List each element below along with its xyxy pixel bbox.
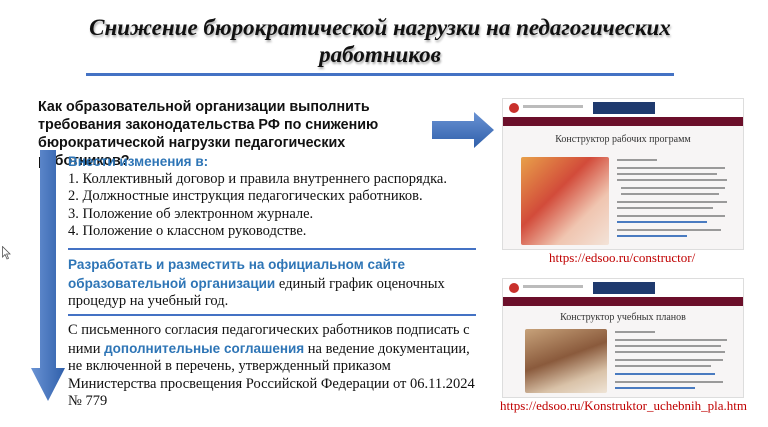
divider bbox=[68, 314, 476, 316]
section-schedule-text: единый график оценочных процедур на учеб… bbox=[68, 275, 445, 310]
list-item: 3. Положение об электронном журнале. bbox=[68, 205, 314, 222]
site-logo-icon bbox=[593, 282, 655, 294]
curriculum-screenshot: Конструктор учебных планов bbox=[502, 278, 744, 398]
constructor-screenshot: Конструктор рабочих программ bbox=[502, 98, 744, 250]
curriculum-link[interactable]: https://edsoo.ru/Konstruktor_uchebnih_pl… bbox=[500, 398, 747, 413]
site-logo-icon bbox=[593, 102, 655, 114]
down-arrow-icon bbox=[31, 150, 65, 401]
section-agreements-text: С письменного согласия педагогических ра… bbox=[68, 322, 470, 357]
mouse-pointer-icon bbox=[2, 246, 11, 260]
divider bbox=[68, 248, 476, 250]
constructor-link[interactable]: https://edsoo.ru/constructor/ bbox=[549, 250, 696, 265]
site-nav bbox=[503, 297, 743, 306]
site-nav bbox=[503, 117, 743, 126]
question-text: Как образовательной организации выполнит… bbox=[38, 99, 379, 169]
section-changes: Внести изменения в: 1. Коллективный дого… bbox=[68, 153, 488, 241]
logo-icon bbox=[509, 283, 519, 293]
section-agreements: С письменного согласия педагогических ра… bbox=[68, 322, 480, 411]
screenshot-heading: Конструктор учебных планов bbox=[560, 312, 686, 323]
section-changes-heading: Внести изменения в: bbox=[68, 154, 209, 169]
screenshot-heading: Конструктор рабочих программ bbox=[555, 134, 691, 145]
list-item: 2. Должностные инструкция педагогических… bbox=[68, 188, 423, 204]
list-item: 4. Положение о классном руководстве. bbox=[68, 223, 307, 239]
section-agreements-text-end: на ведение документации, не включенной в… bbox=[68, 340, 475, 410]
books-image bbox=[521, 157, 609, 245]
section-schedule-highlight: Разработать и разместить на официальном … bbox=[68, 257, 406, 291]
list-item: 1. Коллективный договор и правила внутре… bbox=[68, 170, 447, 187]
section-agreements-highlight: дополнительные соглашения bbox=[104, 340, 305, 356]
right-arrow-icon bbox=[432, 112, 494, 148]
slide-title: Снижение бюрократической нагрузки на пед… bbox=[89, 15, 671, 67]
title-underline bbox=[86, 73, 674, 76]
classroom-image bbox=[525, 329, 607, 393]
section-schedule: Разработать и разместить на официальном … bbox=[68, 256, 478, 311]
logo-icon bbox=[509, 103, 519, 113]
